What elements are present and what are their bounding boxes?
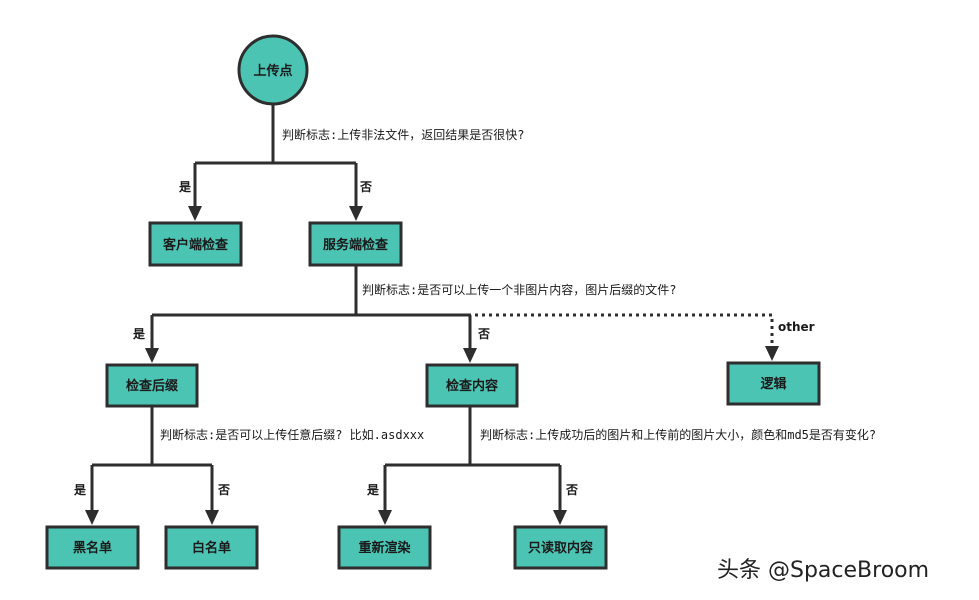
question-2: 判断标志:是否可以上传一个非图片内容，图片后缀的文件? xyxy=(362,282,676,297)
node-read-content-shape xyxy=(513,525,608,570)
branch-yes-3: 是 xyxy=(73,483,87,497)
node-check-suffix: 检查后缀 xyxy=(105,363,199,408)
question-1: 判断标志:上传非法文件，返回结果是否很快? xyxy=(282,127,524,142)
node-client-check: 客户端检查 xyxy=(148,221,243,267)
edges-server xyxy=(145,266,779,363)
arrow-to-whitelist xyxy=(205,510,219,525)
node-read-content-label: 只读取内容 xyxy=(528,540,593,556)
node-logic: 逻辑 xyxy=(726,361,821,406)
node-upload-shape xyxy=(237,34,309,106)
node-server-check-label: 服务端检查 xyxy=(323,237,389,253)
arrow-to-blacklist xyxy=(85,510,99,525)
branch-no-2: 否 xyxy=(477,327,490,341)
branch-other: other xyxy=(778,320,815,334)
edges-root xyxy=(188,105,363,221)
node-server-check: 服务端检查 xyxy=(308,221,403,267)
node-client-check-shape xyxy=(148,221,243,267)
node-read-content: 只读取内容 xyxy=(513,525,608,570)
node-blacklist: 黑名单 xyxy=(45,525,140,570)
node-check-content-label: 检查内容 xyxy=(446,378,498,394)
branch-no-1: 否 xyxy=(359,180,372,194)
node-whitelist-shape xyxy=(164,525,259,570)
node-check-content: 检查内容 xyxy=(425,363,519,408)
arrow-to-server xyxy=(349,206,363,221)
watermark-text: 头条 @SpaceBroom xyxy=(717,558,930,583)
node-whitelist: 白名单 xyxy=(164,525,259,570)
arrow-to-content xyxy=(463,348,477,363)
node-whitelist-label: 白名单 xyxy=(192,540,231,556)
node-check-suffix-label: 检查后缀 xyxy=(126,378,179,394)
node-upload-label: 上传点 xyxy=(253,63,292,79)
branch-yes-1: 是 xyxy=(178,180,192,194)
branch-no-4: 否 xyxy=(565,483,578,497)
arrow-to-rerender xyxy=(378,510,392,525)
node-check-content-shape xyxy=(425,363,519,408)
edges-content xyxy=(378,406,567,525)
question-4: 判断标志:上传成功后的图片和上传前的图片大小，颜色和md5是否有变化? xyxy=(480,427,876,442)
arrow-to-suffix xyxy=(145,348,159,363)
node-upload: 上传点 xyxy=(237,34,309,106)
node-rerender-shape xyxy=(337,525,432,570)
node-rerender: 重新渲染 xyxy=(337,525,432,570)
node-client-check-label: 客户端检查 xyxy=(163,237,229,253)
node-rerender-label: 重新渲染 xyxy=(358,540,411,556)
node-logic-label: 逻辑 xyxy=(760,376,786,392)
edge-to-logic xyxy=(356,313,774,348)
node-check-suffix-shape xyxy=(105,363,199,408)
arrow-to-logic xyxy=(765,346,779,361)
edges-suffix xyxy=(85,406,219,525)
node-server-check-shape xyxy=(308,221,403,267)
arrow-to-client xyxy=(188,206,202,221)
question-3: 判断标志:是否可以上传任意后缀? 比如.asdxxx xyxy=(160,427,424,442)
arrow-to-readcontent xyxy=(553,510,567,525)
branch-yes-4: 是 xyxy=(366,483,380,497)
node-blacklist-label: 黑名单 xyxy=(73,540,112,556)
branch-no-3: 否 xyxy=(217,483,230,497)
node-logic-shape xyxy=(726,361,821,406)
node-blacklist-shape xyxy=(45,525,140,570)
branch-yes-2: 是 xyxy=(132,327,146,341)
